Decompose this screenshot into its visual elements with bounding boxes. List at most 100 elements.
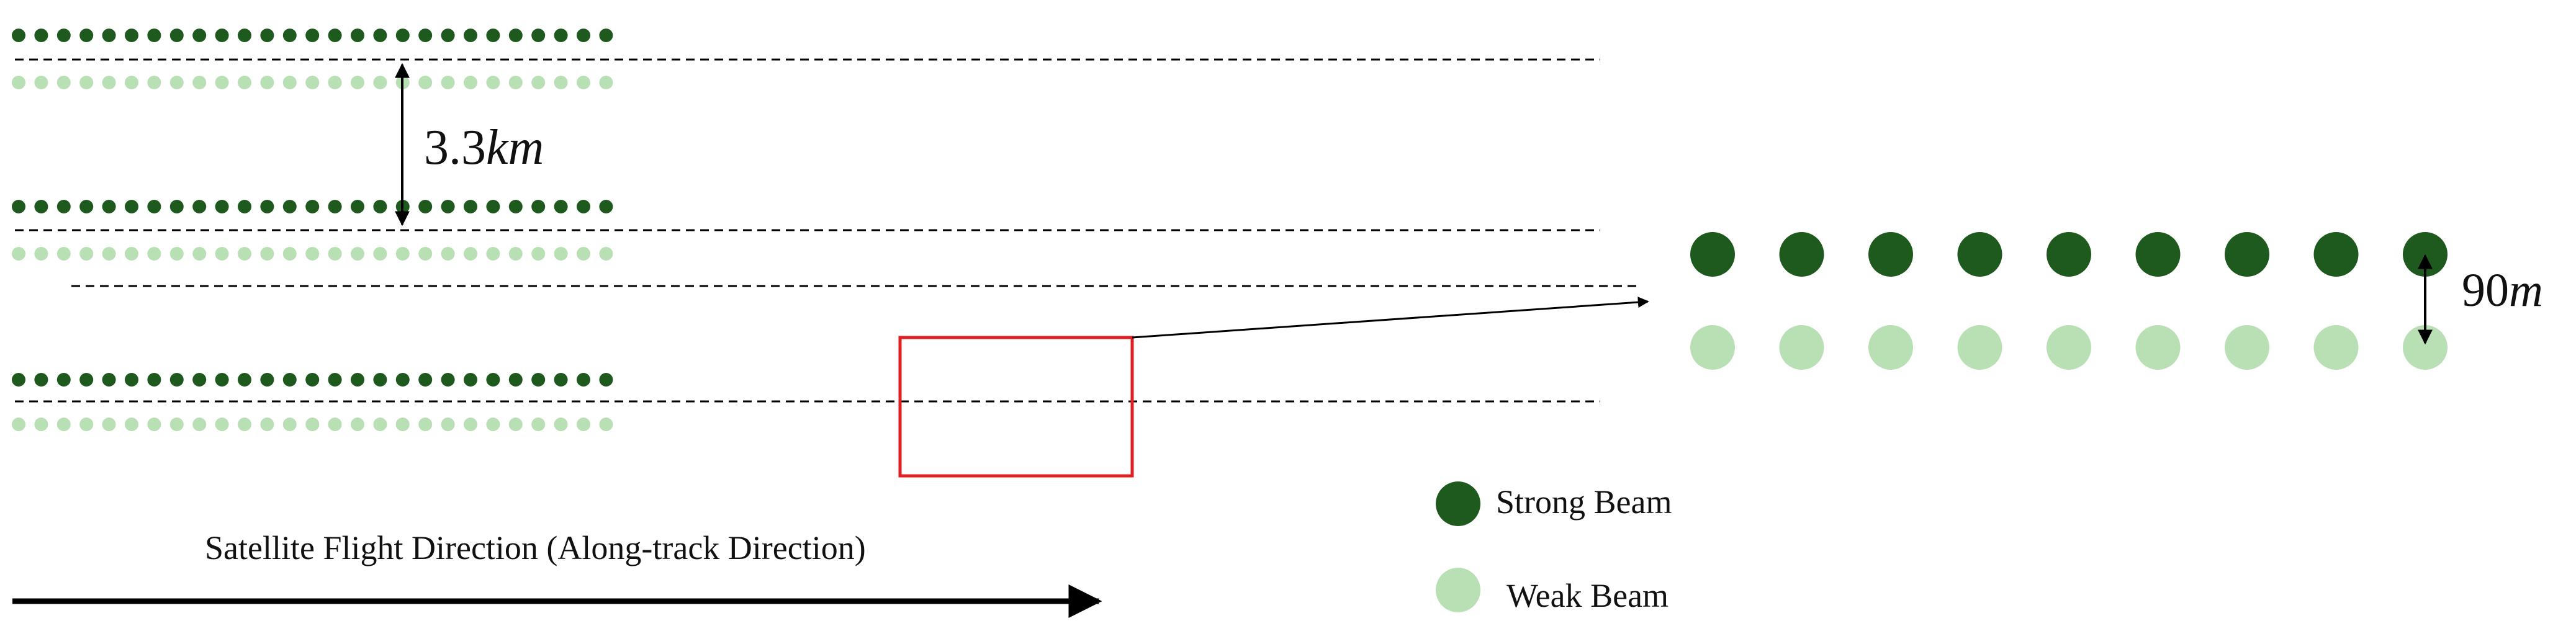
strong-beam-footprint [238,373,251,387]
zoom-pointer-arrow [1132,297,1649,339]
strong-beam-footprint [215,373,229,387]
weak-beam-footprint [282,76,297,89]
strong-beam-footprint [12,29,25,42]
weak-beam-footprint [395,418,410,431]
weak-beam-footprint [125,76,138,89]
strong-beam-footprint [441,373,455,387]
zoom-highlight-box [898,336,1134,478]
strong-beam-footprint [34,373,48,387]
strong-beam-footprint [79,373,94,387]
strong-beam-footprint [418,29,433,42]
strong-beam-footprint [238,29,251,42]
strong-beam-footprint [599,29,613,42]
weak-beam-footprint [418,76,433,89]
weak-beam-footprint [56,247,71,261]
strong-beam-footprint [531,373,546,387]
weak-beam-footprint [147,418,161,431]
zoom-weak-beam-footprint [1868,325,1913,370]
weak-beam-footprint [441,76,455,89]
strong-beam-footprint [305,373,320,387]
weak-beam-footprint [531,247,546,261]
weak-beam-footprint [395,247,410,261]
weak-beam-footprint [147,247,161,261]
strong-beam-footprint [56,200,71,213]
weak-beam-footprint [192,247,207,261]
zoom-strong-beam-footprint [2313,232,2359,277]
weak-beam-footprint [282,418,297,431]
zoom-strong-beam-footprint [2225,232,2269,277]
strong-beam-footprint [464,29,477,42]
weak-beam-footprint [373,76,387,89]
weak-beam-footprint [260,76,274,89]
weak-beam-footprint [102,418,116,431]
strong-beam-footprint [192,373,207,387]
strong-beam-footprint [395,373,410,387]
weak-beam-footprint [554,418,568,431]
weak-beam-footprint [328,76,342,89]
weak-beam-footprint [34,247,48,261]
beam-spacing-label: 90m [2462,264,2543,316]
weak-beam-footprint [577,76,590,89]
weak-beam-footprint [373,247,387,261]
weak-beam-footprint [147,76,161,89]
weak-beam-footprint [508,76,523,89]
strong-beam-footprint [282,373,297,387]
weak-beam-footprint [328,247,342,261]
legend-weak-label: Weak Beam [1506,577,1669,614]
strong-beam-footprint [599,373,613,387]
zoom-strong-beam-footprint [2135,232,2181,277]
weak-beam-footprint [418,247,433,261]
weak-beam-footprint [169,247,184,261]
strong-beam-footprint [147,373,161,387]
weak-beam-footprint [238,76,251,89]
weak-beam-footprint [554,247,568,261]
weak-beam-footprint [508,247,523,261]
strong-beam-footprint [238,200,251,213]
weak-beam-footprint [577,418,590,431]
weak-beam-footprint [486,76,500,89]
strong-beam-footprint [260,373,274,387]
strong-beam-footprint [577,373,590,387]
weak-beam-footprint [373,418,387,431]
zoom-weak-beam-footprint [1779,325,1824,370]
weak-beam-footprint [215,418,229,431]
zoom-strong-beam-footprint [1779,232,1824,277]
strong-beam-footprint [12,373,25,387]
zoom-weak-beam-footprint [2135,325,2181,370]
weak-beam-footprint [260,418,274,431]
strong-beam-footprint [260,200,274,213]
weak-beam-footprint [12,418,25,431]
strong-beam-footprint [554,29,568,42]
strong-beam-footprint [79,29,94,42]
strong-beam-footprint [125,200,138,213]
weak-beam-footprint [12,76,25,89]
strong-beam-footprint [531,200,546,213]
strong-beam-footprint [351,200,364,213]
weak-beam-footprint [260,247,274,261]
zoom-weak-beam-footprint [2047,325,2091,370]
strong-beam-footprint [56,29,71,42]
strong-beam-footprint [147,200,161,213]
pair-spacing-label: 3.3km [424,120,544,175]
strong-beam-footprint [12,200,25,213]
zoom-weak-beam-footprint [1690,325,1735,370]
strong-beam-footprint [102,373,116,387]
zoom-weak-beam-footprint [2225,325,2269,370]
strong-beam-footprint [305,200,320,213]
strong-beam-footprint [554,200,568,213]
weak-beam-footprint [599,76,613,89]
strong-beam-footprint [328,29,342,42]
weak-beam-footprint [508,418,523,431]
strong-beam-footprint [328,373,342,387]
strong-beam-footprint [418,200,433,213]
strong-beam-footprint [169,373,184,387]
weak-beam-footprint [169,418,184,431]
weak-beam-footprint [441,418,455,431]
beam-pairs-overview [12,29,1600,431]
weak-beam-footprint [531,76,546,89]
weak-beam-footprint [418,418,433,431]
weak-beam-footprint [486,418,500,431]
weak-beam-footprint [79,247,94,261]
weak-beam-footprint [305,76,320,89]
